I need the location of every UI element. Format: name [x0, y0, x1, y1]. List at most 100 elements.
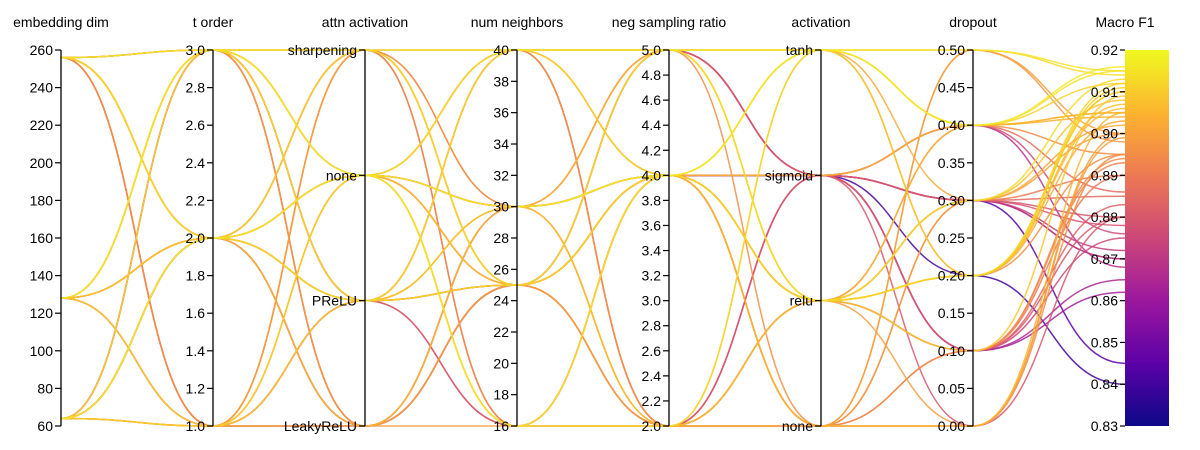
tick-label-macro-f1-9: 0.92	[1091, 42, 1118, 58]
category-label-attn-activation-2: none	[326, 167, 357, 183]
tick-label-t-order-2: 1.4	[186, 343, 206, 359]
tick-label-neg-sampling-ratio-1: 2.2	[642, 393, 662, 409]
tick-label-dropout-6: 0.30	[938, 192, 965, 208]
category-label-attn-activation-1: PReLU	[312, 293, 357, 309]
tick-label-embedding-dim-8: 220	[30, 117, 54, 133]
tick-label-dropout-7: 0.35	[938, 155, 965, 171]
axis-title-embedding-dim: embedding dim	[13, 14, 109, 30]
tick-label-macro-f1-3: 0.86	[1091, 293, 1118, 309]
tick-label-embedding-dim-3: 120	[30, 305, 54, 321]
tick-label-t-order-5: 2.0	[186, 230, 206, 246]
tick-label-dropout-9: 0.45	[938, 80, 965, 96]
tick-label-macro-f1-5: 0.88	[1091, 209, 1118, 225]
category-label-activation-0: none	[782, 418, 813, 434]
tick-label-embedding-dim-5: 160	[30, 230, 54, 246]
tick-label-dropout-1: 0.05	[938, 380, 965, 396]
tick-label-neg-sampling-ratio-3: 2.6	[642, 343, 662, 359]
tick-label-embedding-dim-0: 60	[37, 418, 53, 434]
tick-label-num-neighbors-7: 30	[493, 199, 509, 215]
axis-title-neg-sampling-ratio: neg sampling ratio	[612, 14, 727, 30]
tick-label-t-order-1: 1.2	[186, 380, 206, 396]
tick-label-dropout-8: 0.40	[938, 117, 965, 133]
tick-label-num-neighbors-1: 18	[493, 387, 509, 403]
tick-label-t-order-8: 2.6	[186, 117, 206, 133]
tick-label-t-order-7: 2.4	[186, 155, 206, 171]
tick-label-neg-sampling-ratio-14: 4.8	[642, 67, 662, 83]
tick-label-dropout-10: 0.50	[938, 42, 965, 58]
tick-label-macro-f1-7: 0.90	[1091, 126, 1118, 142]
axis-title-activation: activation	[791, 14, 850, 30]
tick-label-num-neighbors-11: 38	[493, 73, 509, 89]
tick-label-num-neighbors-8: 32	[493, 167, 509, 183]
tick-label-dropout-5: 0.25	[938, 230, 965, 246]
tick-label-embedding-dim-7: 200	[30, 155, 54, 171]
tick-label-embedding-dim-10: 260	[30, 42, 54, 58]
tick-label-embedding-dim-9: 240	[30, 80, 54, 96]
data-line-32	[60, 56, 1126, 239]
tick-label-num-neighbors-0: 16	[493, 418, 509, 434]
category-label-attn-activation-3: sharpening	[288, 42, 357, 58]
axis-title-macro-f1: Macro F1	[1095, 14, 1154, 30]
tick-label-dropout-2: 0.10	[938, 343, 965, 359]
data-line-35	[60, 107, 1126, 420]
data-line-34	[60, 111, 1126, 427]
tick-label-neg-sampling-ratio-9: 3.8	[642, 192, 662, 208]
category-label-activation-2: sigmoid	[765, 167, 813, 183]
tick-label-neg-sampling-ratio-2: 2.4	[642, 368, 662, 384]
tick-label-neg-sampling-ratio-10: 4.0	[642, 167, 662, 183]
tick-label-embedding-dim-4: 140	[30, 268, 54, 284]
tick-label-embedding-dim-2: 100	[30, 343, 54, 359]
tick-label-macro-f1-4: 0.87	[1091, 251, 1118, 267]
axis-title-t-order: t order	[193, 14, 234, 30]
colorbar	[1125, 50, 1169, 426]
tick-label-t-order-3: 1.6	[186, 305, 206, 321]
tick-label-neg-sampling-ratio-15: 5.0	[642, 42, 662, 58]
tick-label-dropout-4: 0.20	[938, 268, 965, 284]
tick-label-dropout-3: 0.15	[938, 305, 965, 321]
tick-label-macro-f1-8: 0.91	[1091, 84, 1118, 100]
tick-label-macro-f1-1: 0.84	[1091, 376, 1118, 392]
axis-title-dropout: dropout	[949, 14, 997, 30]
tick-label-t-order-0: 1.0	[186, 418, 206, 434]
data-line-1	[60, 174, 1126, 420]
tick-label-num-neighbors-3: 22	[493, 324, 509, 340]
data-line-30	[60, 120, 1126, 302]
data-line-13	[60, 49, 1126, 239]
data-line-5	[60, 49, 1126, 302]
tick-label-neg-sampling-ratio-0: 2.0	[642, 418, 662, 434]
data-line-20	[60, 157, 1126, 427]
tick-label-neg-sampling-ratio-13: 4.6	[642, 92, 662, 108]
tick-label-neg-sampling-ratio-12: 4.4	[642, 117, 662, 133]
tick-label-macro-f1-6: 0.89	[1091, 167, 1118, 183]
data-line-45	[60, 49, 1126, 302]
tick-label-macro-f1-2: 0.85	[1091, 334, 1118, 350]
category-label-activation-1: relu	[790, 293, 813, 309]
tick-label-macro-f1-0: 0.83	[1091, 418, 1118, 434]
tick-label-num-neighbors-4: 24	[493, 293, 509, 309]
tick-label-embedding-dim-6: 180	[30, 192, 54, 208]
tick-label-num-neighbors-5: 26	[493, 261, 509, 277]
data-line-42	[60, 56, 1126, 302]
tick-label-neg-sampling-ratio-5: 3.0	[642, 293, 662, 309]
category-label-attn-activation-0: LeakyReLU	[284, 418, 357, 434]
tick-label-num-neighbors-12: 40	[493, 42, 509, 58]
data-line-31	[60, 116, 1126, 420]
tick-label-neg-sampling-ratio-6: 3.2	[642, 268, 662, 284]
axes-layer: embedding dim 60 80 100 120 140 160 180 200 220 24…	[13, 14, 1169, 434]
tick-label-t-order-6: 2.2	[186, 192, 206, 208]
data-line-39	[60, 49, 1126, 302]
tick-label-t-order-4: 1.8	[186, 268, 206, 284]
data-lines-layer	[60, 49, 1126, 427]
axis-title-num-neighbors: num neighbors	[471, 14, 564, 30]
tick-label-neg-sampling-ratio-7: 3.4	[642, 243, 662, 259]
tick-label-neg-sampling-ratio-4: 2.8	[642, 318, 662, 334]
axis-title-attn-activation: attn activation	[322, 14, 408, 30]
tick-label-t-order-10: 3.0	[186, 42, 206, 58]
tick-label-embedding-dim-1: 80	[37, 380, 53, 396]
tick-label-num-neighbors-6: 28	[493, 230, 509, 246]
tick-label-neg-sampling-ratio-11: 4.2	[642, 142, 662, 158]
tick-label-num-neighbors-9: 34	[493, 136, 509, 152]
tick-label-t-order-9: 2.8	[186, 80, 206, 96]
